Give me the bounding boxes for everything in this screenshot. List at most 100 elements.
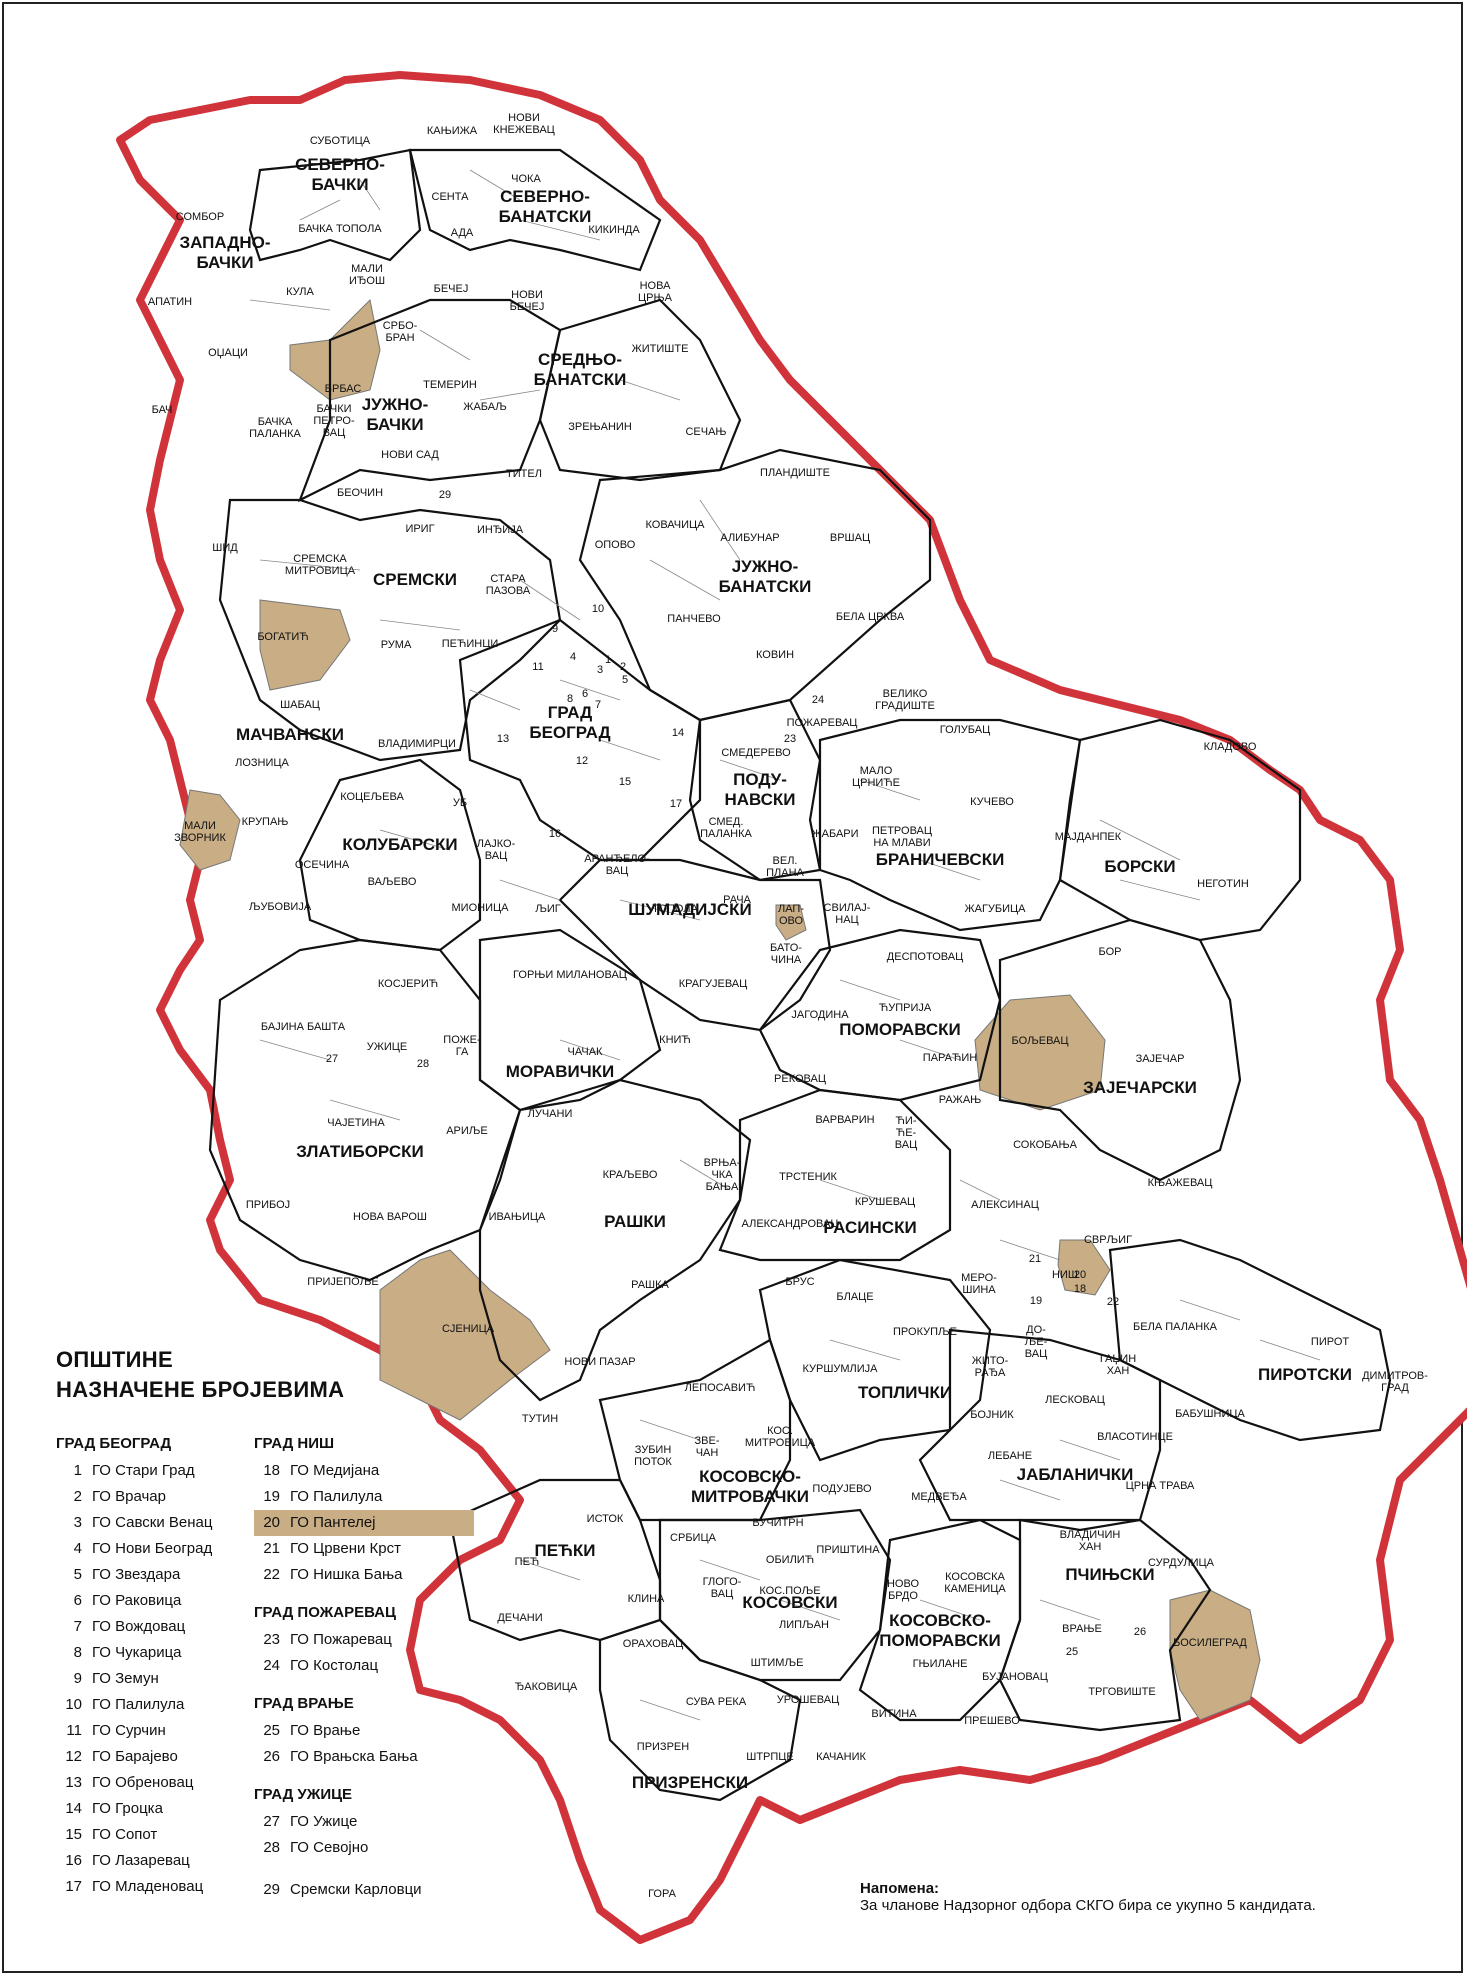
municipality-label-kanjiza: КАЊИЖА [427,125,478,137]
municipality-label-batocina: БАТО-ЧИНА [770,942,802,966]
legend-row-number: 25 [263,1722,280,1739]
map-number-26: 26 [1134,1626,1146,1638]
map-number-14: 14 [672,727,684,739]
municipality-label-uzice: УЖИЦЕ [367,1041,408,1053]
municipality-label-razanj: РАЖАЊ [939,1094,982,1106]
municipality-label-smed-palanka: СМЕД.ПАЛАНКА [700,816,752,840]
legend-row-name: ГО Сурчин [92,1722,166,1739]
municipality-label-lebane: ЛЕБАНЕ [988,1450,1032,1462]
legend-row: 11 ГО Сурчин [56,1718,276,1744]
municipality-label-merosina: МЕРО-ШИНА [961,1272,997,1296]
legend-title-line2: НАЗНАЧЕНЕ БРОЈЕВИМА [56,1377,345,1402]
municipality-label-blace: БЛАЦЕ [836,1291,873,1303]
legend-row-name: ГО Црвени Крст [290,1540,401,1557]
municipality-label-temerin: ТЕМЕРИН [423,379,477,391]
map-number-18: 18 [1074,1283,1086,1295]
district-label-kosovsko-pomoravski: КОСОВСКО-ПОМОРАВСКИ [879,1611,1000,1650]
municipality-label-istok: ИСТОК [587,1513,624,1525]
municipality-label-aleksandrovac: АЛЕКСАНДРОВАЦ [742,1218,839,1230]
municipality-label-cacak: ЧАЧАК [568,1046,603,1058]
municipality-label-bor: БОР [1099,946,1122,958]
map-number-20: 20 [1074,1269,1086,1281]
municipality-label-beocin: БЕОЧИН [337,487,383,499]
municipality-label-vel-plana: ВЕЛ.ПЛАНА [766,855,804,879]
map-number-1: 1 [605,654,611,666]
municipality-label-suva-reka: СУВА РЕКА [686,1696,747,1708]
district-label-moravicki: МОРАВИЧКИ [506,1062,615,1081]
legend-row-name: ГО Земун [92,1670,159,1687]
legend-row-number: 5 [73,1566,82,1583]
legend-row-name: ГО Костолац [290,1657,379,1674]
municipality-label-dimitrovgrad: ДИМИТРОВ-ГРАД [1362,1370,1428,1394]
legend-row-number: 29 [263,1881,280,1898]
legend-row-number: 12 [65,1748,82,1765]
municipality-label-vladimirci: ВЛАДИМИРЦИ [378,738,456,750]
municipality-label-kosjeric: КОСЈЕРИЋ [378,978,438,990]
legend-row-name: ГО Чукарица [92,1644,182,1661]
legend-row-name: ГО Ужице [290,1813,358,1830]
legend-row-number: 11 [66,1722,82,1739]
map-number-2: 2 [620,661,626,673]
municipality-label-zagubica: ЖАГУБИЦА [964,903,1026,915]
legend-row-number: 24 [263,1657,280,1674]
legend-row-number: 26 [263,1748,280,1765]
municipality-label-aleksinac: АЛЕКСИНАЦ [971,1199,1039,1211]
map-number-11: 11 [532,661,543,673]
highlight-pantelej [1057,1239,1111,1296]
legend-group-title: ГРАД ВРАЊЕ [254,1695,354,1712]
municipality-label-prizren: ПРИЗРЕН [637,1741,689,1753]
municipality-label-knic: КНИЋ [659,1034,691,1046]
map-number-22: 22 [1107,1296,1119,1308]
legend-row-name: ГО Нишка Бања [290,1566,403,1583]
municipality-label-zrenjanin: ЗРЕЊАНИН [568,421,632,433]
map-number-29: 29 [439,489,451,501]
municipality-label-majdanpek: МАЈДАНПЕК [1055,831,1122,843]
municipality-label-leskovac: ЛЕСКОВАЦ [1045,1394,1105,1406]
legend-row: 24 ГО Костолац [254,1653,474,1679]
legend-group-title: ГРАД ПОЖАРЕВАЦ [254,1604,396,1621]
municipality-label-crna-trava: ЦРНА ТРАВА [1126,1480,1195,1492]
municipality-label-zabari: ЖАБАРИ [811,828,858,840]
legend-row-number: 2 [73,1488,82,1505]
municipality-label-apatin: АПАТИН [148,296,192,308]
legend-row-name: ГО Врачар [92,1488,166,1505]
municipality-label-vlasotince: ВЛАСОТИНЦЕ [1097,1431,1173,1443]
municipality-label-krusevac: КРУШЕВАЦ [855,1196,915,1208]
municipality-label-arandjelovac: АРАНЂЕЛО-ВАЦ [584,853,650,877]
legend-row-number: 19 [263,1488,280,1505]
legend-row-number: 9 [73,1670,82,1687]
municipality-label-indjija: ИНЂИЈА [477,524,524,536]
highlight-bogatic [259,599,351,691]
municipality-label-prokuplje: ПРОКУПЉЕ [893,1326,957,1338]
municipality-label-irig: ИРИГ [405,523,434,535]
municipality-label-opovo: ОПОВО [595,539,636,551]
district-label-kosovsko-mitrovacki: КОСОВСКО-МИТРОВАЧКИ [691,1467,809,1506]
legend-row-name: ГО Обреновац [92,1774,194,1791]
district-label-sumadijski: ШУМАДИЈСКИ [628,900,751,919]
municipality-label-vitina: ВИТИНА [871,1708,917,1720]
municipality-label-lucani: ЛУЧАНИ [528,1108,573,1120]
district-label-raski: РАШКИ [604,1212,666,1231]
district-label-prizrenski: ПРИЗРЕНСКИ [632,1773,748,1792]
municipality-label-kovin: КОВИН [756,649,794,661]
municipality-label-obilic: ОБИЛИЋ [766,1554,814,1566]
district-label-severno-backi: СЕВЕРНО-БАЧКИ [295,155,385,194]
municipality-label-titel: ТИТЕЛ [506,468,542,480]
district-label-severno-banatski: СЕВЕРНО-БАНАТСКИ [499,187,592,226]
highlight-bosilegrad [1169,1589,1261,1721]
map-number-13: 13 [497,733,509,745]
legend-row-number: 14 [65,1800,82,1817]
legend-group-title: ГРАД УЖИЦЕ [254,1786,353,1803]
municipality-label-pec: ПЕЋ [515,1556,540,1568]
municipality-label-gnjilane: ГЊИЛАНЕ [913,1658,968,1670]
